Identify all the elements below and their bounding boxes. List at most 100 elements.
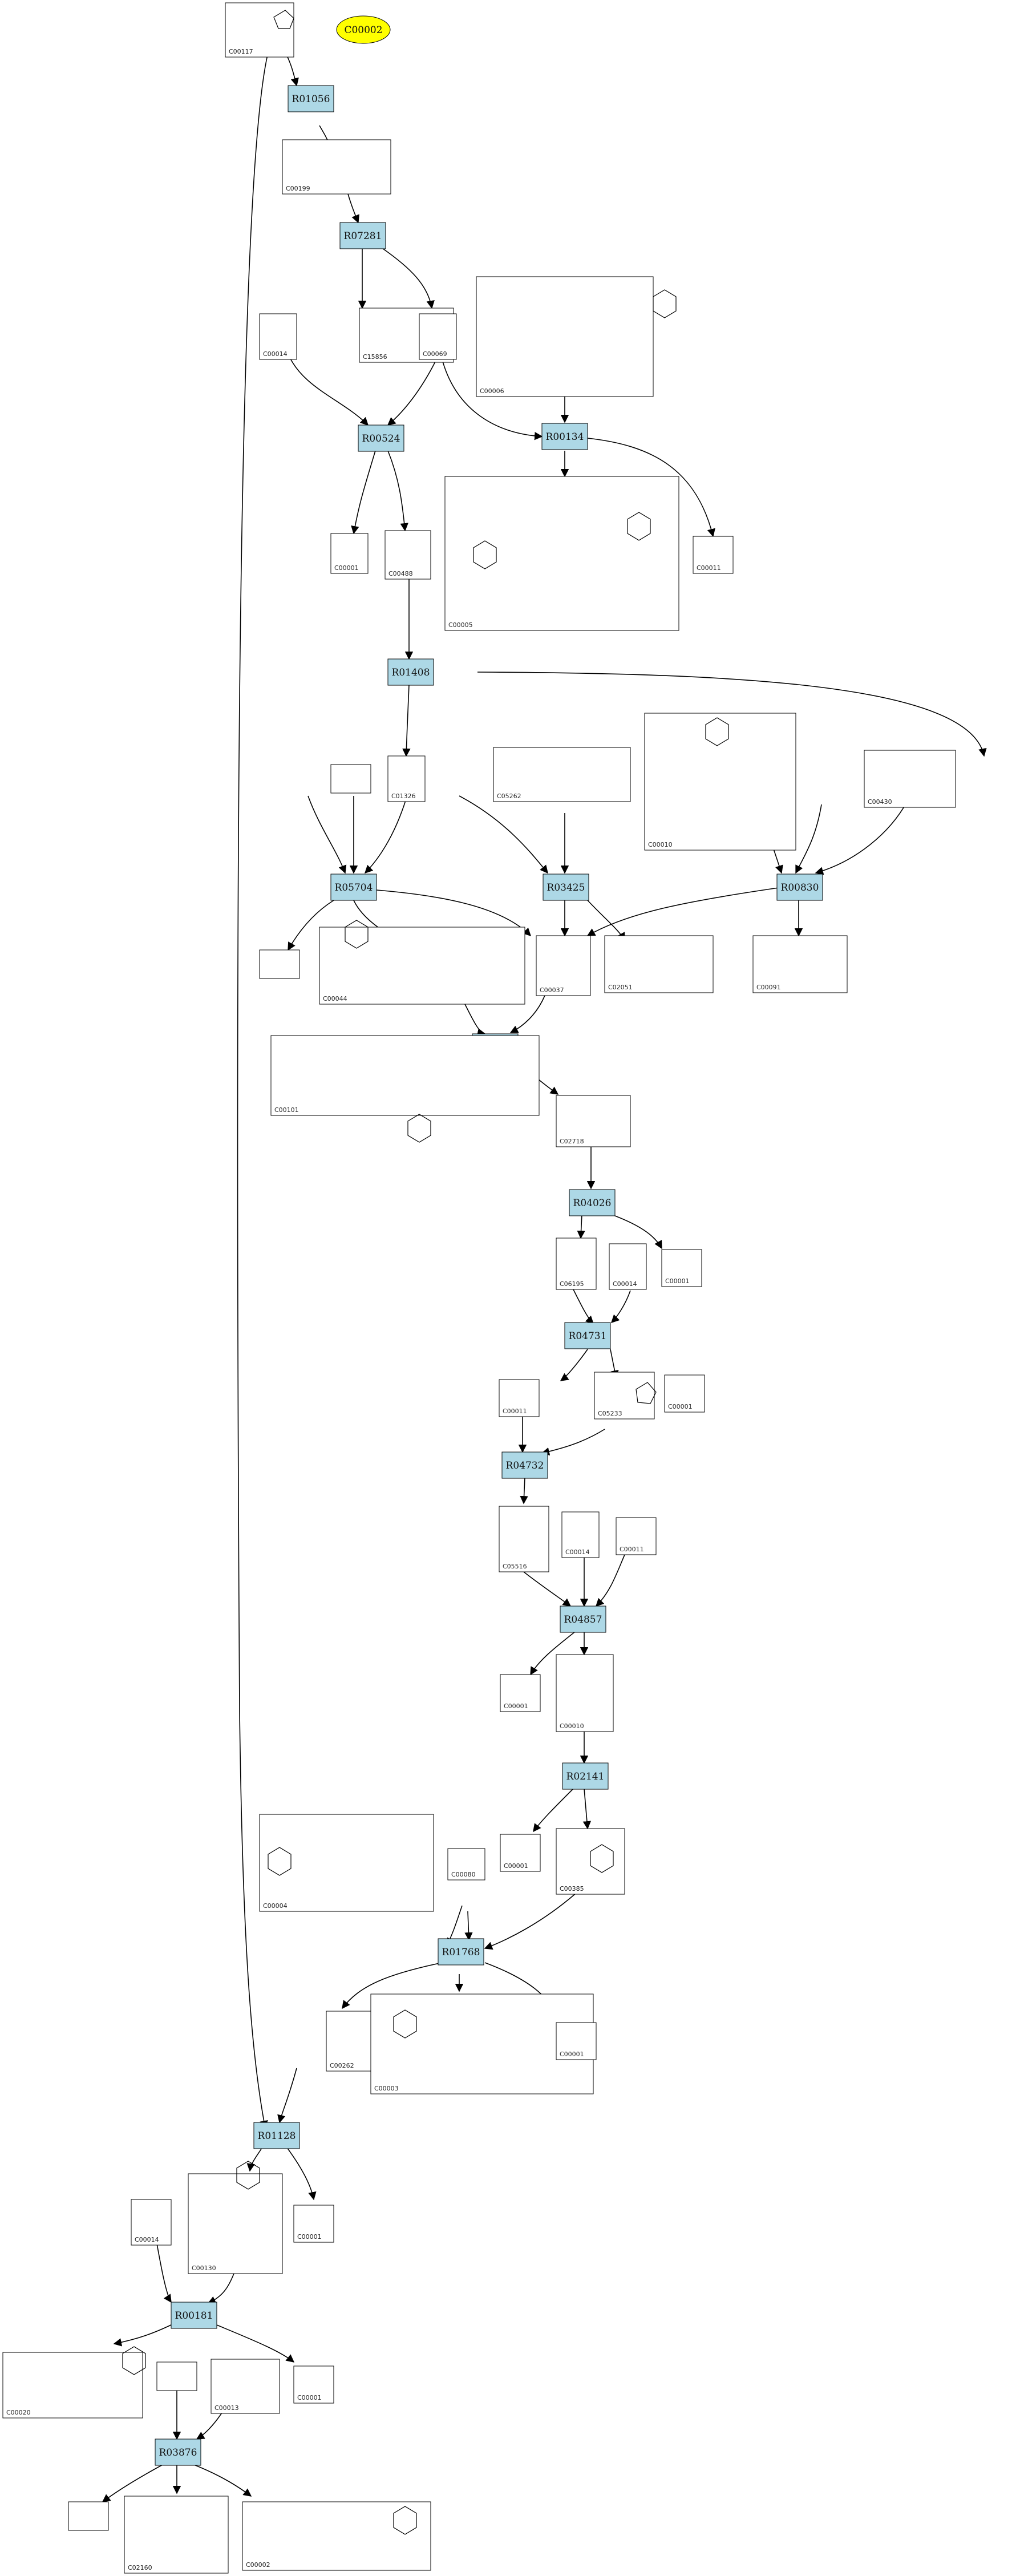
compound-box-c00001[interactable]: C00001 (500, 1834, 541, 1872)
reaction-label: R03425 (547, 882, 585, 893)
reaction-node-r03876[interactable]: R03876 (155, 2438, 201, 2466)
compound-box-c00080[interactable]: C00080 (447, 1848, 485, 1881)
compound-frame (259, 1814, 434, 1912)
compound-box-c00003[interactable]: C00003 (370, 1993, 594, 2094)
reaction-node-r04732[interactable]: R04732 (501, 1451, 548, 1479)
reaction-node-r05704[interactable]: R05704 (330, 874, 377, 901)
edge (376, 889, 532, 937)
reaction-node-r01408[interactable]: R01408 (387, 658, 434, 686)
compound-box-c00011[interactable]: C00011 (616, 1517, 657, 1555)
reaction-label: R04731 (569, 1331, 607, 1342)
compound-box-c00001[interactable]: C00001 (500, 1674, 541, 1712)
edge (342, 1962, 443, 2009)
reaction-label: R05704 (335, 882, 373, 893)
molecule-sketches (122, 10, 729, 2535)
compound-box-c02718[interactable]: C02718 (556, 1095, 631, 1147)
edge (382, 248, 435, 309)
compound-box-c00011[interactable]: C00011 (693, 536, 734, 574)
empty-compound-box[interactable] (259, 949, 300, 979)
compound-box-c00006[interactable]: C00006 (476, 276, 654, 397)
compound-box-c06195[interactable]: C06195 (556, 1238, 597, 1290)
compound-box-c00199[interactable]: C00199 (282, 139, 391, 195)
reaction-label: R01768 (442, 1947, 480, 1958)
reaction-node-r01128[interactable]: R01128 (253, 2122, 300, 2149)
compound-id-label: C00101 (274, 1106, 299, 1114)
compound-box-c00001[interactable]: C00001 (293, 2365, 334, 2404)
empty-compound-box[interactable] (68, 2501, 109, 2531)
edge (587, 900, 625, 941)
compound-box-c00091[interactable]: C00091 (752, 935, 848, 993)
compound-id-label: C06195 (560, 1280, 584, 1288)
compound-box-c00002[interactable]: C00002 (242, 2501, 431, 2571)
compound-box-c02160[interactable]: C02160 (124, 2496, 229, 2574)
compound-frame (661, 1249, 702, 1287)
compound-box-c05233[interactable]: C05233 (594, 1372, 655, 1420)
reaction-node-r01768[interactable]: R01768 (438, 1938, 484, 1966)
compound-box-c00037[interactable]: C00037 (536, 935, 591, 996)
compound-box-c00004[interactable]: C00004 (259, 1814, 434, 1912)
compound-box-c00014[interactable]: C00014 (609, 1243, 647, 1290)
reaction-node-r00181[interactable]: R00181 (171, 2302, 217, 2329)
reaction-node-r00524[interactable]: R00524 (358, 424, 404, 452)
reaction-node-r01056[interactable]: R01056 (288, 85, 334, 112)
reaction-node-r04026[interactable]: R04026 (569, 1189, 616, 1216)
compound-box-c00069[interactable]: C00069 (419, 313, 457, 360)
compound-box-c00001[interactable]: C00001 (556, 2022, 597, 2060)
compound-frame (500, 1834, 541, 1872)
compound-frame (556, 1095, 631, 1147)
reaction-node-r00830[interactable]: R00830 (776, 874, 823, 901)
compound-box-c05262[interactable]: C05262 (493, 747, 631, 802)
title-node[interactable]: C00002 (336, 15, 391, 44)
reaction-node-r04731[interactable]: R04731 (564, 1322, 611, 1349)
reaction-node-r07281[interactable]: R07281 (339, 222, 386, 249)
compound-box-c01326[interactable]: C01326 (387, 755, 426, 802)
reaction-node-r04857[interactable]: R04857 (560, 1606, 606, 1633)
reaction-node-r03425[interactable]: R03425 (543, 874, 589, 901)
compound-box-c00001[interactable]: C00001 (293, 2205, 334, 2243)
compound-box-c00001[interactable]: C00001 (330, 533, 369, 574)
compound-box-c00020[interactable]: C00020 (2, 2352, 143, 2419)
compound-box-c00001[interactable]: C00001 (664, 1374, 705, 1413)
compound-box-c00011[interactable]: C00011 (499, 1379, 540, 1417)
compound-box-c00044[interactable]: C00044 (319, 927, 525, 1005)
compound-box-c00488[interactable]: C00488 (384, 530, 431, 580)
reaction-box (288, 85, 334, 112)
compound-box-c00430[interactable]: C00430 (864, 750, 956, 808)
edges (102, 52, 987, 2502)
compound-id-label: C00014 (565, 1548, 590, 1556)
compound-box-c05516[interactable]: C05516 (499, 1506, 549, 1572)
edge (288, 353, 369, 426)
compound-box-c00013[interactable]: C00013 (211, 2359, 280, 2414)
reaction-box (776, 874, 823, 901)
compound-id-label: C00488 (388, 570, 413, 577)
reaction-box (541, 423, 588, 450)
compound-frame (536, 935, 591, 996)
edge (464, 1004, 486, 1037)
compound-frame (664, 1374, 705, 1413)
compound-frame (444, 476, 679, 631)
compound-id-label: C00006 (480, 387, 504, 395)
edge (464, 1911, 473, 1941)
compound-id-label: C00011 (503, 1408, 527, 1415)
reaction-node-r02141[interactable]: R02141 (562, 1762, 609, 1790)
compound-box-c00005[interactable]: C00005 (444, 476, 679, 631)
compound-id-label: C00014 (263, 350, 288, 358)
empty-compound-box[interactable] (330, 764, 371, 794)
compound-box-c00001[interactable]: C00001 (661, 1249, 702, 1287)
compound-box-c00014[interactable]: C00014 (561, 1511, 600, 1558)
compound-box-c00101[interactable]: C00101 (270, 1035, 540, 1116)
compound-frame (282, 139, 391, 195)
compound-box-c00014[interactable]: C00014 (131, 2199, 172, 2246)
compound-box-c00010[interactable]: C00010 (556, 1654, 614, 1732)
empty-compound-box[interactable] (156, 2361, 197, 2391)
compound-box-c00010[interactable]: C00010 (644, 713, 796, 851)
edge (595, 1554, 625, 1607)
compound-id-label: C05233 (598, 1410, 622, 1417)
compound-box-c00130[interactable]: C00130 (188, 2173, 283, 2274)
compound-frame (752, 935, 848, 993)
compound-id-label: C00130 (192, 2264, 216, 2272)
reaction-label: R03876 (159, 2447, 197, 2458)
compound-box-c00014[interactable]: C00014 (259, 313, 297, 360)
reaction-node-r00134[interactable]: R00134 (541, 423, 588, 450)
compound-box-c02051[interactable]: C02051 (604, 935, 714, 993)
